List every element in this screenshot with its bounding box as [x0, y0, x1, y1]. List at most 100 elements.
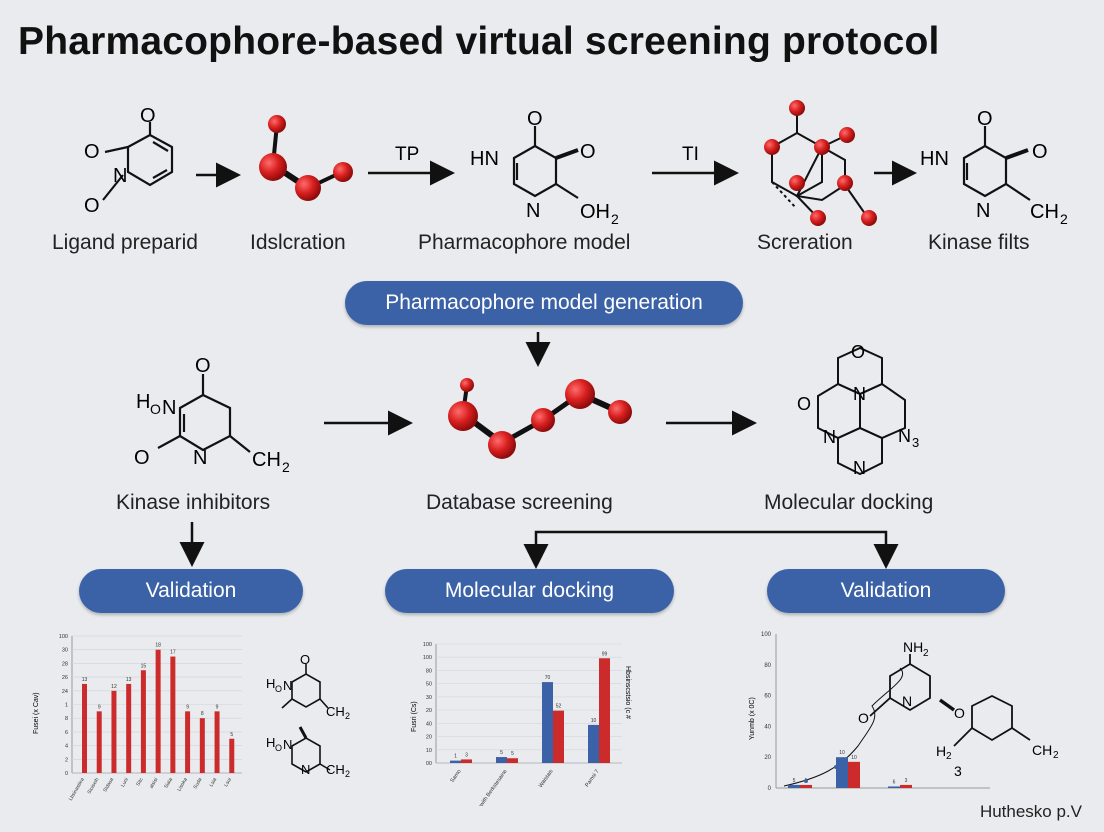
atom-label: O [140, 105, 156, 127]
bar-value-label: 9 [216, 704, 219, 710]
atom-label: O [134, 447, 150, 469]
bar-value-label: 13 [126, 677, 132, 683]
x-tick-label: Rewith Berkstesaine [475, 769, 509, 806]
atom-label: N [823, 427, 836, 447]
bar [848, 761, 860, 788]
bar-value-label: 99 [602, 651, 608, 657]
y-tick-label: 2 [65, 757, 68, 763]
step-label-ligand: Ligand preparid [52, 231, 198, 254]
y-axis-label: Fusei (x Cav) [33, 692, 40, 734]
atom-label: O [84, 141, 100, 163]
step-label-database-screening: Database screening [426, 491, 613, 514]
x-tick-label: Lsui [223, 777, 233, 788]
data-point [834, 765, 838, 769]
y-tick-label: 10 [426, 748, 432, 754]
atom-label: N [853, 458, 866, 478]
arrow-label: TI [682, 144, 699, 165]
atom-label: N [301, 762, 310, 777]
chart-structure [869, 654, 1031, 747]
bar [155, 649, 161, 773]
y-tick-label: 26 [62, 675, 68, 681]
bar [496, 757, 507, 763]
atom-label: 2 [282, 459, 290, 475]
bar [82, 683, 87, 773]
y-tick-label: 100 [423, 655, 432, 661]
middle-row-structures: O H O N O N CH 2 O O N N N 3 N [134, 332, 919, 478]
bar-value-label: 1 [454, 754, 457, 760]
y-tick-label: 00 [426, 761, 432, 767]
y-tick-label: 4 [65, 744, 68, 750]
bar [800, 784, 812, 788]
x-tick-label: Sldasa [102, 777, 115, 793]
bar [185, 711, 191, 773]
atom-label: N [526, 200, 540, 222]
molecular-docking-pill: Molecular docking [385, 569, 674, 613]
atom-label: O [84, 195, 100, 217]
y-tick-label: 20 [426, 708, 432, 714]
bar-value-label: 13 [82, 677, 88, 683]
atom-label: 2 [611, 211, 619, 227]
bar [542, 682, 553, 763]
atom-label: CH [252, 449, 281, 471]
bar-value-label: 15 [141, 663, 147, 669]
atom-label: O [797, 394, 811, 414]
bar-value-label: 17 [170, 650, 176, 656]
bar [788, 784, 800, 788]
bar [836, 757, 848, 788]
step-label-molecular-docking: Molecular docking [764, 491, 934, 514]
y-tick-label: 20 [764, 755, 771, 761]
bar [229, 738, 235, 773]
x-tick-label: Suda [193, 777, 204, 790]
atom-label: O [300, 652, 310, 667]
bar-value-label: 9 [98, 704, 101, 710]
y-tick-label: 100 [423, 642, 432, 648]
atom-label: H [266, 735, 275, 750]
atom-label: O [580, 141, 596, 163]
ball-stick-model [259, 115, 353, 201]
y-tick-label: 30 [426, 695, 432, 701]
top-row-structures: O O N O TP O HN O N OH 2 TI [84, 100, 1068, 227]
bar-value-label: 5 [500, 750, 503, 756]
x-tick-label: Lisoka [176, 777, 189, 793]
atom-label: O [275, 684, 282, 694]
y-tick-label: 0 [768, 786, 772, 792]
y-tick-label: 80 [426, 668, 432, 674]
y-tick-label: 0 [65, 771, 68, 777]
connector-arrows [179, 522, 899, 569]
bar [170, 656, 176, 773]
atom-label: H [136, 391, 150, 413]
atom-label: N [898, 426, 911, 446]
atom-label: H [936, 743, 946, 759]
molecule-pharmacophore [512, 126, 579, 199]
data-point [804, 779, 808, 783]
atom-label: CH [1030, 201, 1059, 223]
y-axis-label: Fusri (Cs) [411, 701, 418, 732]
bar-value-label: 8 [201, 711, 204, 717]
atom-label: 2 [1060, 211, 1068, 227]
arrow-label: TP [395, 144, 419, 165]
bar [507, 758, 518, 763]
atom-label: N [283, 737, 292, 752]
y-tick-label: 30 [62, 648, 68, 654]
molecule-ligand [102, 122, 174, 201]
atom-label: O [1032, 141, 1048, 163]
atom-label: HN [470, 148, 499, 170]
atom-label: N [113, 165, 127, 187]
atom-label: O [977, 108, 993, 130]
atom-label: O [954, 705, 965, 721]
bar [199, 718, 205, 773]
bar [599, 658, 610, 763]
step-label-kinase-filter: Kinase filts [928, 231, 1030, 254]
atom-label: N [162, 397, 176, 419]
bar-value-label: 3 [905, 778, 908, 784]
validation-pill-right: Validation [767, 569, 1005, 613]
atom-label: H [266, 676, 275, 691]
bar-value-label: 18 [155, 643, 161, 649]
x-tick-label: Samo [449, 769, 462, 784]
bar [140, 670, 146, 773]
atom-label: N [853, 384, 866, 404]
atom-label: O [858, 710, 869, 726]
bar-value-label: 5 [230, 732, 233, 738]
y-axis-label: Yunmb (x 0C) [749, 697, 756, 740]
ball-stick-database [448, 378, 632, 459]
